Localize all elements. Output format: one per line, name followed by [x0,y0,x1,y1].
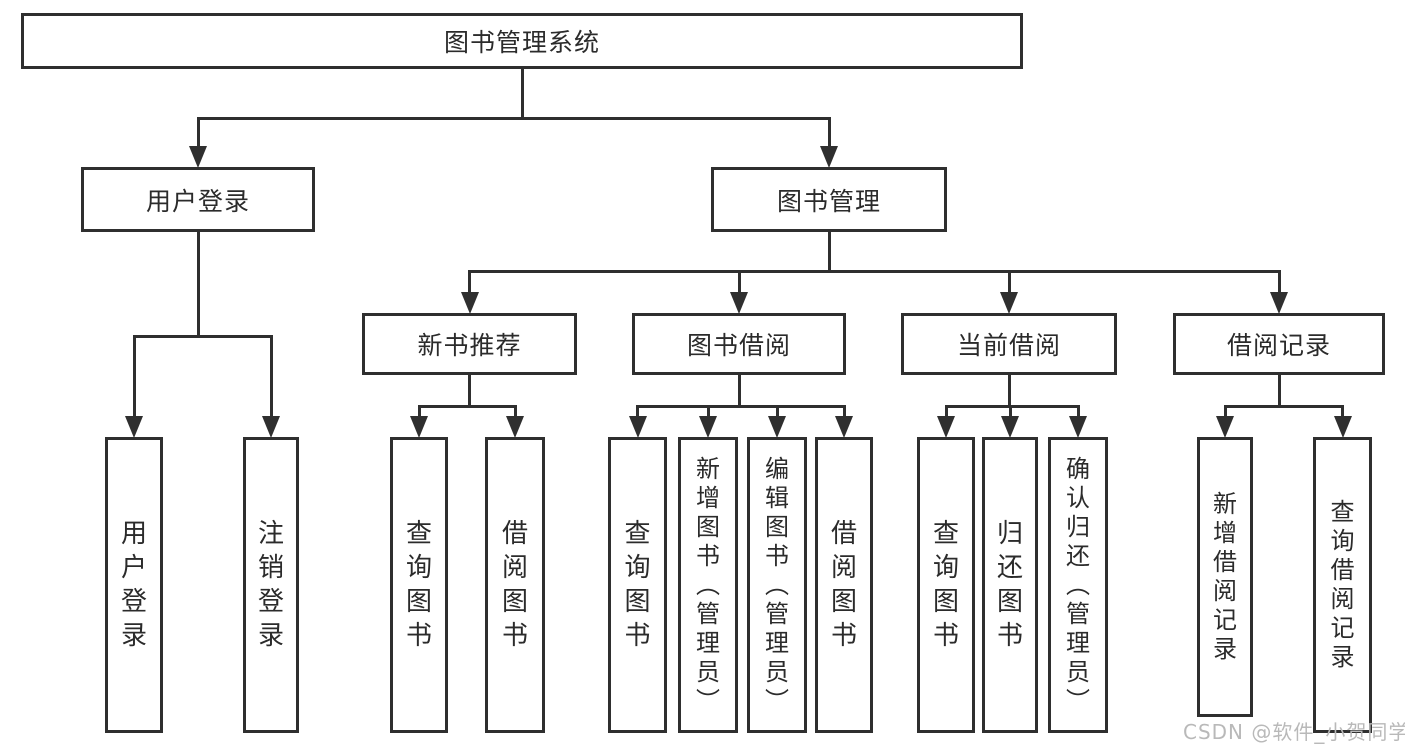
connector-line [196,118,200,147]
connector-line [468,271,471,293]
connector-line [468,375,471,408]
node-label: 借阅图书 [501,519,528,651]
node-login-user: 用户登录 [105,437,163,733]
connector-line [1223,404,1344,408]
arrow-down-icon [699,416,717,438]
node-records: 借阅记录 [1173,313,1385,375]
arrow-down-icon [835,416,853,438]
node-cur-confirm: 确认归还︵管理员︶ [1048,437,1108,733]
node-login: 用户登录 [81,167,315,232]
arrow-down-icon [262,416,280,438]
node-label: 注销登录 [257,519,284,651]
connector-line [1223,406,1227,417]
connector-line [1007,271,1011,293]
node-label: 当前借阅 [956,331,1061,360]
arrow-down-icon [506,416,524,438]
arrow-down-icon [730,292,748,314]
arrow-down-icon [1069,416,1087,438]
node-label: 编辑图书︵管理员︶ [765,454,789,715]
node-cur-return: 归还图书 [982,437,1038,733]
connector-line [132,336,136,417]
node-label: 确认归还︵管理员︶ [1066,454,1090,715]
connector-line [1008,406,1012,417]
connector-line [1277,375,1281,408]
arrow-down-icon [1000,292,1018,314]
connector-line [737,271,741,293]
watermark-text: CSDN @软件_小贺同学 [1183,720,1405,744]
connector-line [775,406,779,417]
arrow-down-icon [189,146,207,168]
arrow-down-icon [125,416,143,438]
node-cur-query: 查询图书 [917,437,975,733]
node-label: 新增图书︵管理员︶ [696,454,720,715]
arrow-down-icon [460,292,479,314]
node-borrow-borrow: 借阅图书 [815,437,873,733]
node-label: 借阅图书 [830,519,857,651]
connector-line [636,406,639,417]
node-label: 查询图书 [405,519,432,651]
node-login-logout: 注销登录 [243,437,299,733]
connector-line [196,232,200,338]
arrow-down-icon [1333,416,1352,438]
node-label: 查询图书 [932,519,959,651]
node-label: 用户登录 [120,519,147,651]
arrow-down-icon [410,416,428,438]
arrow-down-icon [937,416,955,438]
node-rec2-add: 新增借阅记录 [1197,437,1253,717]
node-borrow-add: 新增图书︵管理员︶ [678,437,738,733]
arrow-down-icon [628,416,647,438]
node-rec: 新书推荐 [362,313,577,375]
connector-line [513,406,517,417]
arrow-down-icon [1216,416,1234,438]
connector-line [1277,271,1281,293]
connector-line [196,116,831,120]
node-label: 归还图书 [996,519,1023,651]
connector-line [827,232,831,273]
node-label: 查询借阅记录 [1330,498,1355,671]
node-label: 新增借阅记录 [1213,490,1237,663]
node-borrow-edit: 编辑图书︵管理员︶ [747,437,807,733]
connector-line [417,404,517,408]
node-label: 用户登录 [145,186,250,216]
node-root: 图书管理系统 [21,13,1023,69]
node-label: 新书推荐 [417,331,522,360]
node-borrow: 图书借阅 [632,313,846,375]
node-mgmt: 图书管理 [711,167,947,232]
node-rec2-query: 查询借阅记录 [1313,437,1372,733]
connector-line [132,334,273,338]
connector-line [827,118,831,147]
node-rec-query: 查询图书 [390,437,448,733]
connector-line [1076,406,1080,417]
connector-line [520,69,524,120]
connector-line [842,406,846,417]
arrow-down-icon [1001,416,1019,438]
connector-line [468,269,1281,273]
arrow-down-icon [820,146,838,168]
node-rec-borrow: 借阅图书 [485,437,545,733]
node-label: 借阅记录 [1226,331,1331,360]
arrow-down-icon [768,416,786,438]
node-borrow-query: 查询图书 [608,437,667,733]
connector-line [417,406,421,417]
connector-line [1341,406,1344,417]
node-label: 图书管理系统 [443,28,600,57]
arrow-down-icon [1270,292,1288,314]
connector-line [706,406,710,417]
connector-line [944,404,1080,408]
connector-line [1007,375,1011,408]
connector-line [737,375,741,408]
node-label: 图书借阅 [686,331,791,360]
connector-line [636,404,846,408]
node-label: 查询图书 [624,519,651,651]
connector-line [269,336,273,417]
node-label: 图书管理 [776,186,881,216]
connector-line [944,406,948,417]
node-current: 当前借阅 [901,313,1117,375]
